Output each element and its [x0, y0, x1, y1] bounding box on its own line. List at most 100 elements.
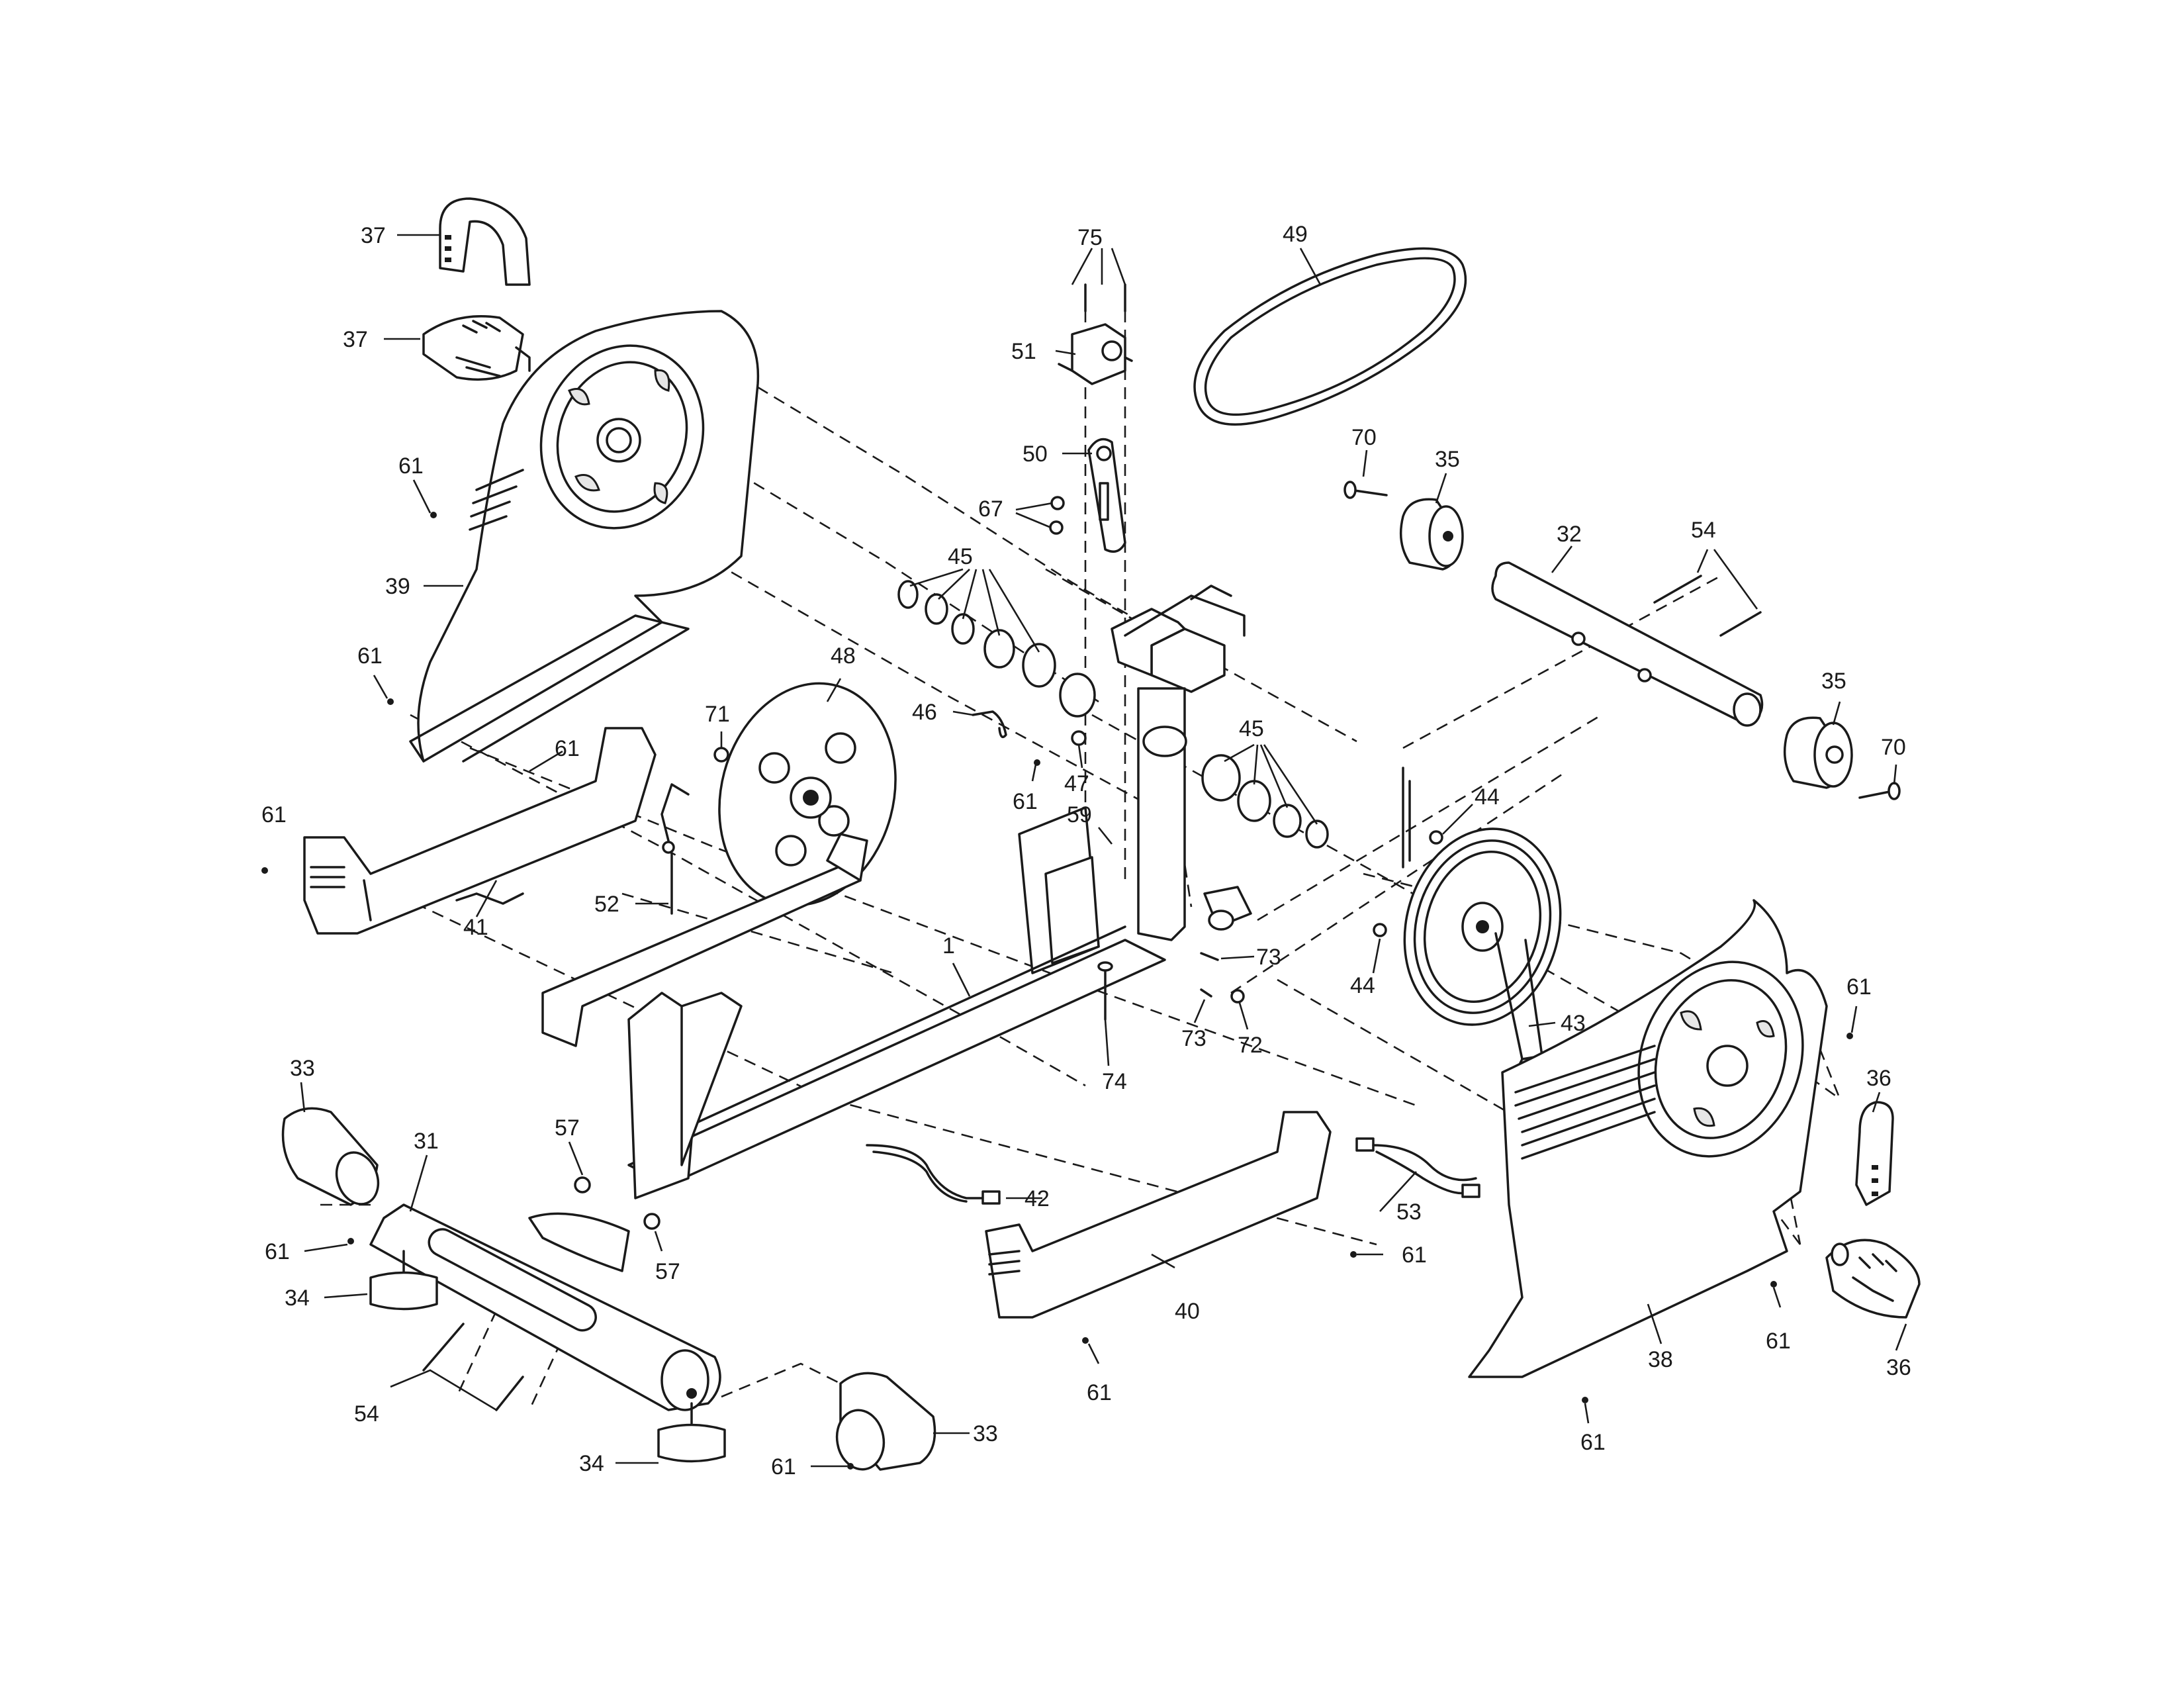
- label-61-b: 61: [357, 643, 383, 669]
- end-cap-33-left: [281, 1107, 380, 1206]
- label-31: 31: [414, 1129, 439, 1154]
- pedal-right: [1825, 1239, 1921, 1319]
- label-39: 39: [385, 574, 410, 599]
- label-36-top: 36: [1866, 1066, 1891, 1091]
- label-61-d: 61: [1013, 789, 1038, 814]
- label-42: 42: [1024, 1186, 1050, 1211]
- pedal-left: [422, 315, 531, 381]
- label-73-top: 73: [1256, 945, 1281, 970]
- label-53: 53: [1396, 1199, 1422, 1225]
- label-52: 52: [594, 892, 619, 917]
- label-61-j: 61: [1087, 1380, 1112, 1405]
- label-33-top: 33: [290, 1056, 315, 1081]
- bolt-73-a: [1200, 952, 1219, 961]
- label-43: 43: [1561, 1011, 1586, 1036]
- label-61-i: 61: [1766, 1329, 1791, 1354]
- washer-44-bottom: [1373, 923, 1387, 937]
- label-44-top: 44: [1475, 784, 1500, 810]
- label-73-bottom: 73: [1181, 1026, 1206, 1051]
- washer-44-top: [1429, 830, 1443, 845]
- pedal-strap-left: [439, 197, 531, 286]
- right-front-cover: [985, 1111, 1332, 1319]
- label-61-f: 61: [1846, 974, 1872, 1000]
- label-40: 40: [1175, 1299, 1200, 1324]
- label-61-g: 61: [265, 1239, 290, 1264]
- part-number-labels: 75 49 51 50 67 70 35 32 54 37 37 61 39 6…: [261, 222, 1911, 1479]
- label-1: 1: [942, 933, 955, 959]
- label-33-bottom: 33: [973, 1421, 998, 1446]
- bearing-stack-right: [1201, 754, 1329, 849]
- wheel-35-top: [1399, 498, 1464, 571]
- tension-cable: [660, 783, 690, 915]
- bearing-stack-left: [897, 580, 1096, 718]
- label-70-bottom: 70: [1881, 735, 1906, 760]
- pedal-strap-right: [1855, 1101, 1894, 1206]
- label-45-right: 45: [1239, 716, 1264, 741]
- washer-47: [1071, 730, 1087, 746]
- label-34-bottom: 34: [579, 1451, 604, 1476]
- bolt-54-bottom-a: [422, 1323, 465, 1372]
- label-61-a: 61: [398, 453, 424, 479]
- nut-57-top: [574, 1176, 591, 1194]
- bolt-54-top-a: [1653, 575, 1702, 604]
- label-61-h: 61: [1402, 1243, 1427, 1268]
- label-35-bottom: 35: [1821, 669, 1846, 694]
- nut-67-bottom: [1049, 520, 1064, 535]
- label-36-bottom: 36: [1886, 1355, 1911, 1380]
- label-57-top: 57: [555, 1115, 580, 1141]
- nut-57-bottom: [643, 1213, 660, 1230]
- screws-75: [1084, 283, 1126, 312]
- right-shroud: [1468, 899, 1828, 1378]
- label-50: 50: [1023, 442, 1048, 467]
- leveling-foot-34-right: [657, 1402, 726, 1463]
- label-51: 51: [1011, 339, 1036, 364]
- label-47: 47: [1064, 771, 1089, 796]
- label-34-top: 34: [285, 1286, 310, 1311]
- label-46: 46: [912, 700, 937, 725]
- label-48: 48: [831, 643, 856, 669]
- main-frame: [528, 585, 1252, 1272]
- rear-stabilizer: [1491, 561, 1764, 727]
- screw-70-bottom: [1858, 790, 1894, 799]
- label-54-bottom: 54: [354, 1401, 379, 1427]
- label-71: 71: [705, 702, 730, 727]
- label-41: 41: [463, 915, 488, 940]
- wire-harness-42: [866, 1144, 1001, 1205]
- label-61-k: 61: [771, 1454, 796, 1479]
- label-49: 49: [1283, 222, 1308, 247]
- label-67: 67: [978, 496, 1003, 522]
- label-61-e: 61: [261, 802, 287, 827]
- left-front-cover: [303, 727, 657, 935]
- nut-72: [1230, 989, 1245, 1004]
- leveling-foot-34-left: [369, 1250, 438, 1311]
- label-61-c: 61: [555, 736, 580, 761]
- pulley-magnet-hook: [972, 710, 1007, 739]
- label-61-l: 61: [1580, 1430, 1606, 1455]
- nut-67-top: [1050, 496, 1065, 510]
- bolt-73-b: [1200, 988, 1212, 998]
- drive-belt: [1193, 247, 1467, 426]
- wire-harness-53: [1355, 1137, 1480, 1198]
- drive-pulley: [1402, 767, 1562, 1067]
- left-shroud: [409, 310, 760, 763]
- leader-lines: [300, 234, 1907, 1468]
- label-35-top: 35: [1435, 447, 1460, 472]
- front-stabilizer: [369, 1203, 721, 1411]
- label-72: 72: [1238, 1033, 1263, 1058]
- label-32: 32: [1557, 522, 1582, 547]
- end-cap-33-right: [835, 1372, 936, 1471]
- label-75: 75: [1077, 225, 1103, 250]
- label-38: 38: [1648, 1347, 1673, 1372]
- sensor-bracket: [1058, 323, 1133, 385]
- label-44-bottom: 44: [1350, 973, 1375, 998]
- label-37-bottom: 37: [343, 327, 368, 352]
- label-70-top: 70: [1351, 425, 1377, 450]
- idler-arm: [1087, 438, 1126, 553]
- label-54-top: 54: [1691, 518, 1716, 543]
- label-59: 59: [1067, 802, 1092, 827]
- wheel-35-bottom: [1783, 716, 1853, 789]
- bolt-54-bottom-b: [495, 1376, 524, 1411]
- label-74: 74: [1102, 1069, 1127, 1094]
- label-45-left: 45: [948, 544, 973, 569]
- label-37-top: 37: [361, 223, 386, 248]
